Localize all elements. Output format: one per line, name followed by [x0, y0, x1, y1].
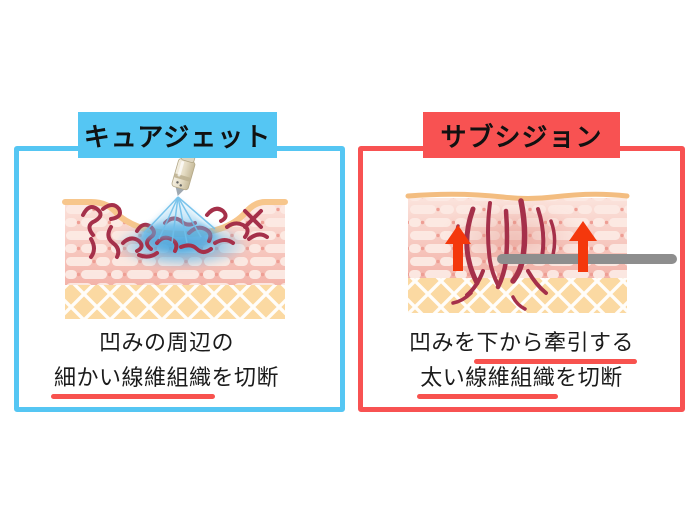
- caption-line: 凹みを下から牽引する: [358, 325, 685, 364]
- cure-jet-title: キュアジェット: [78, 112, 277, 158]
- subcision-caption-line2-plain: を切断: [555, 365, 623, 390]
- subcision-caption-line1-underlined: 下から牽引する: [473, 325, 637, 364]
- cure-jet-caption: 凹みの周辺の 細かい線維組織を切断: [0, 325, 333, 399]
- subcision-title: サブシジョン: [423, 112, 620, 158]
- caption-line: 凹みの周辺の: [0, 325, 333, 360]
- subcision-caption-line2-underlined: 太い線維組織: [417, 360, 559, 399]
- cure-jet-caption-line1: 凹みの周辺の: [98, 330, 234, 355]
- caption-line: 細かい線維組織を切断: [0, 360, 333, 399]
- caption-line: 太い線維組織を切断: [358, 360, 685, 399]
- cure-jet-caption-line2-underlined: 細かい線維組織: [50, 360, 215, 399]
- cure-jet-caption-line2-plain: を切断: [211, 365, 280, 390]
- subcision-caption-line1-plain: 凹みを: [408, 330, 477, 355]
- subcision-caption: 凹みを下から牽引する 太い線維組織を切断: [358, 325, 685, 399]
